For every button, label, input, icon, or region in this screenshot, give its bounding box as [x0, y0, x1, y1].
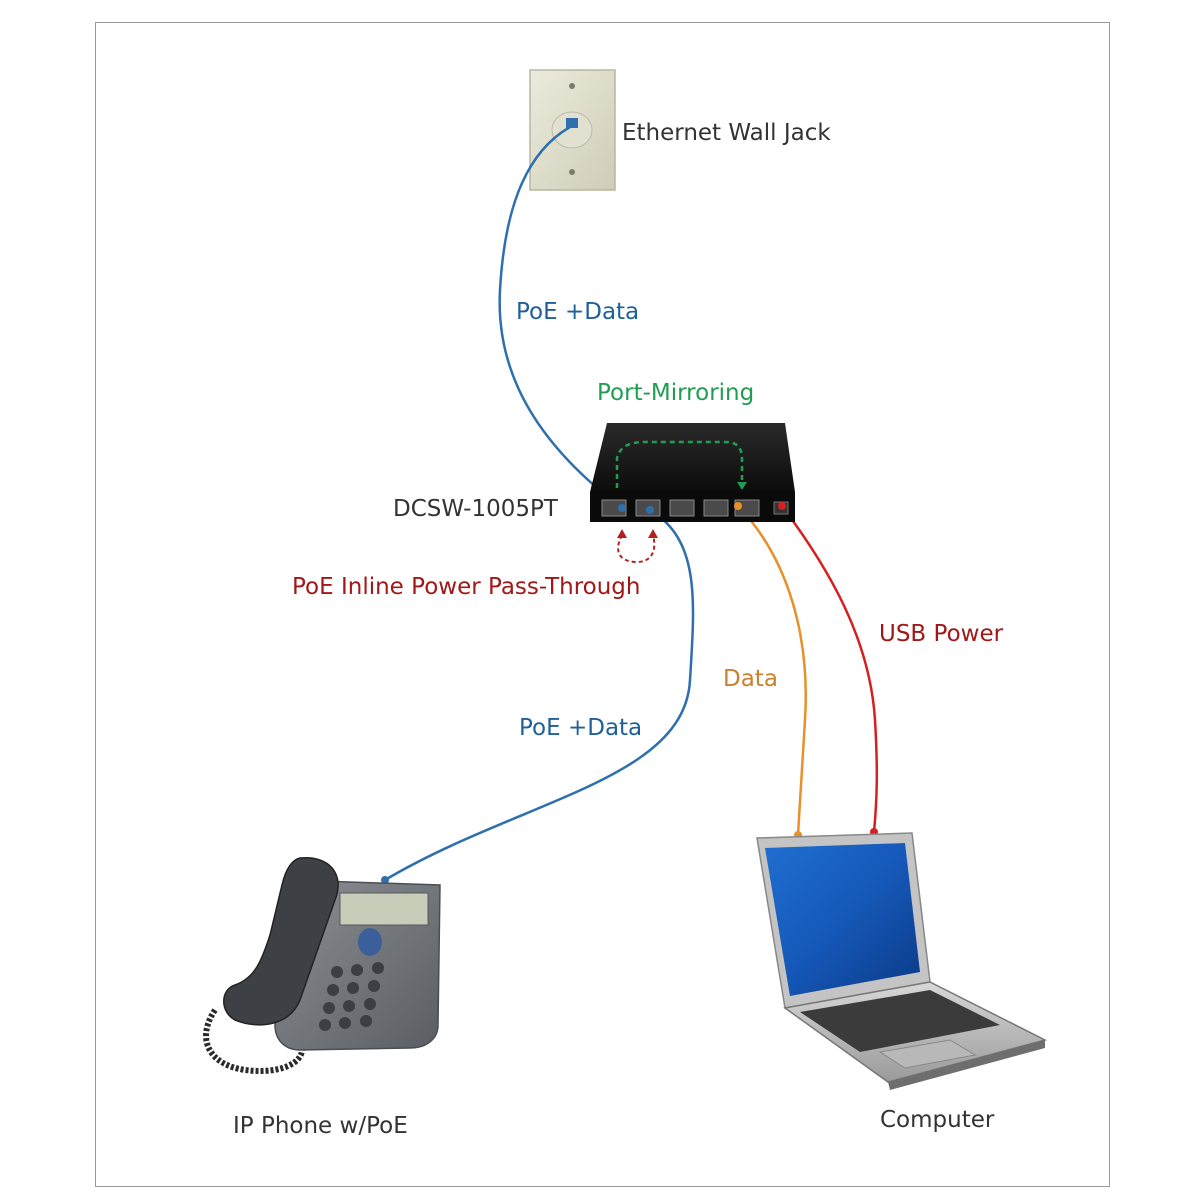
ip-phone-icon: [203, 857, 441, 1074]
data-cable: [737, 505, 807, 836]
poe-data-bottom-label: PoE +Data: [519, 715, 642, 741]
poe-passthrough-label: PoE Inline Power Pass-Through: [292, 574, 640, 600]
port-mirroring-path: [615, 440, 744, 488]
computer-label: Computer: [880, 1107, 995, 1133]
switch-model-label: DCSW-1005PT: [393, 496, 559, 522]
wall-jack-label: Ethernet Wall Jack: [622, 120, 831, 146]
data-label: Data: [723, 666, 778, 692]
switch-icon: [590, 423, 795, 522]
wall-jack-icon: [529, 69, 616, 191]
usb-power-label: USB Power: [879, 621, 1004, 647]
poe-data-top-label: PoE +Data: [516, 299, 639, 325]
poe-cable-bottom: [384, 508, 695, 882]
laptop-icon: [756, 832, 1048, 1090]
ip-phone-label: IP Phone w/PoE: [233, 1113, 408, 1139]
poe-cable-top: [498, 125, 623, 509]
passthrough-arrow: [617, 534, 656, 564]
usb-power-cable: [780, 505, 879, 833]
port-mirroring-label: Port-Mirroring: [597, 380, 754, 406]
